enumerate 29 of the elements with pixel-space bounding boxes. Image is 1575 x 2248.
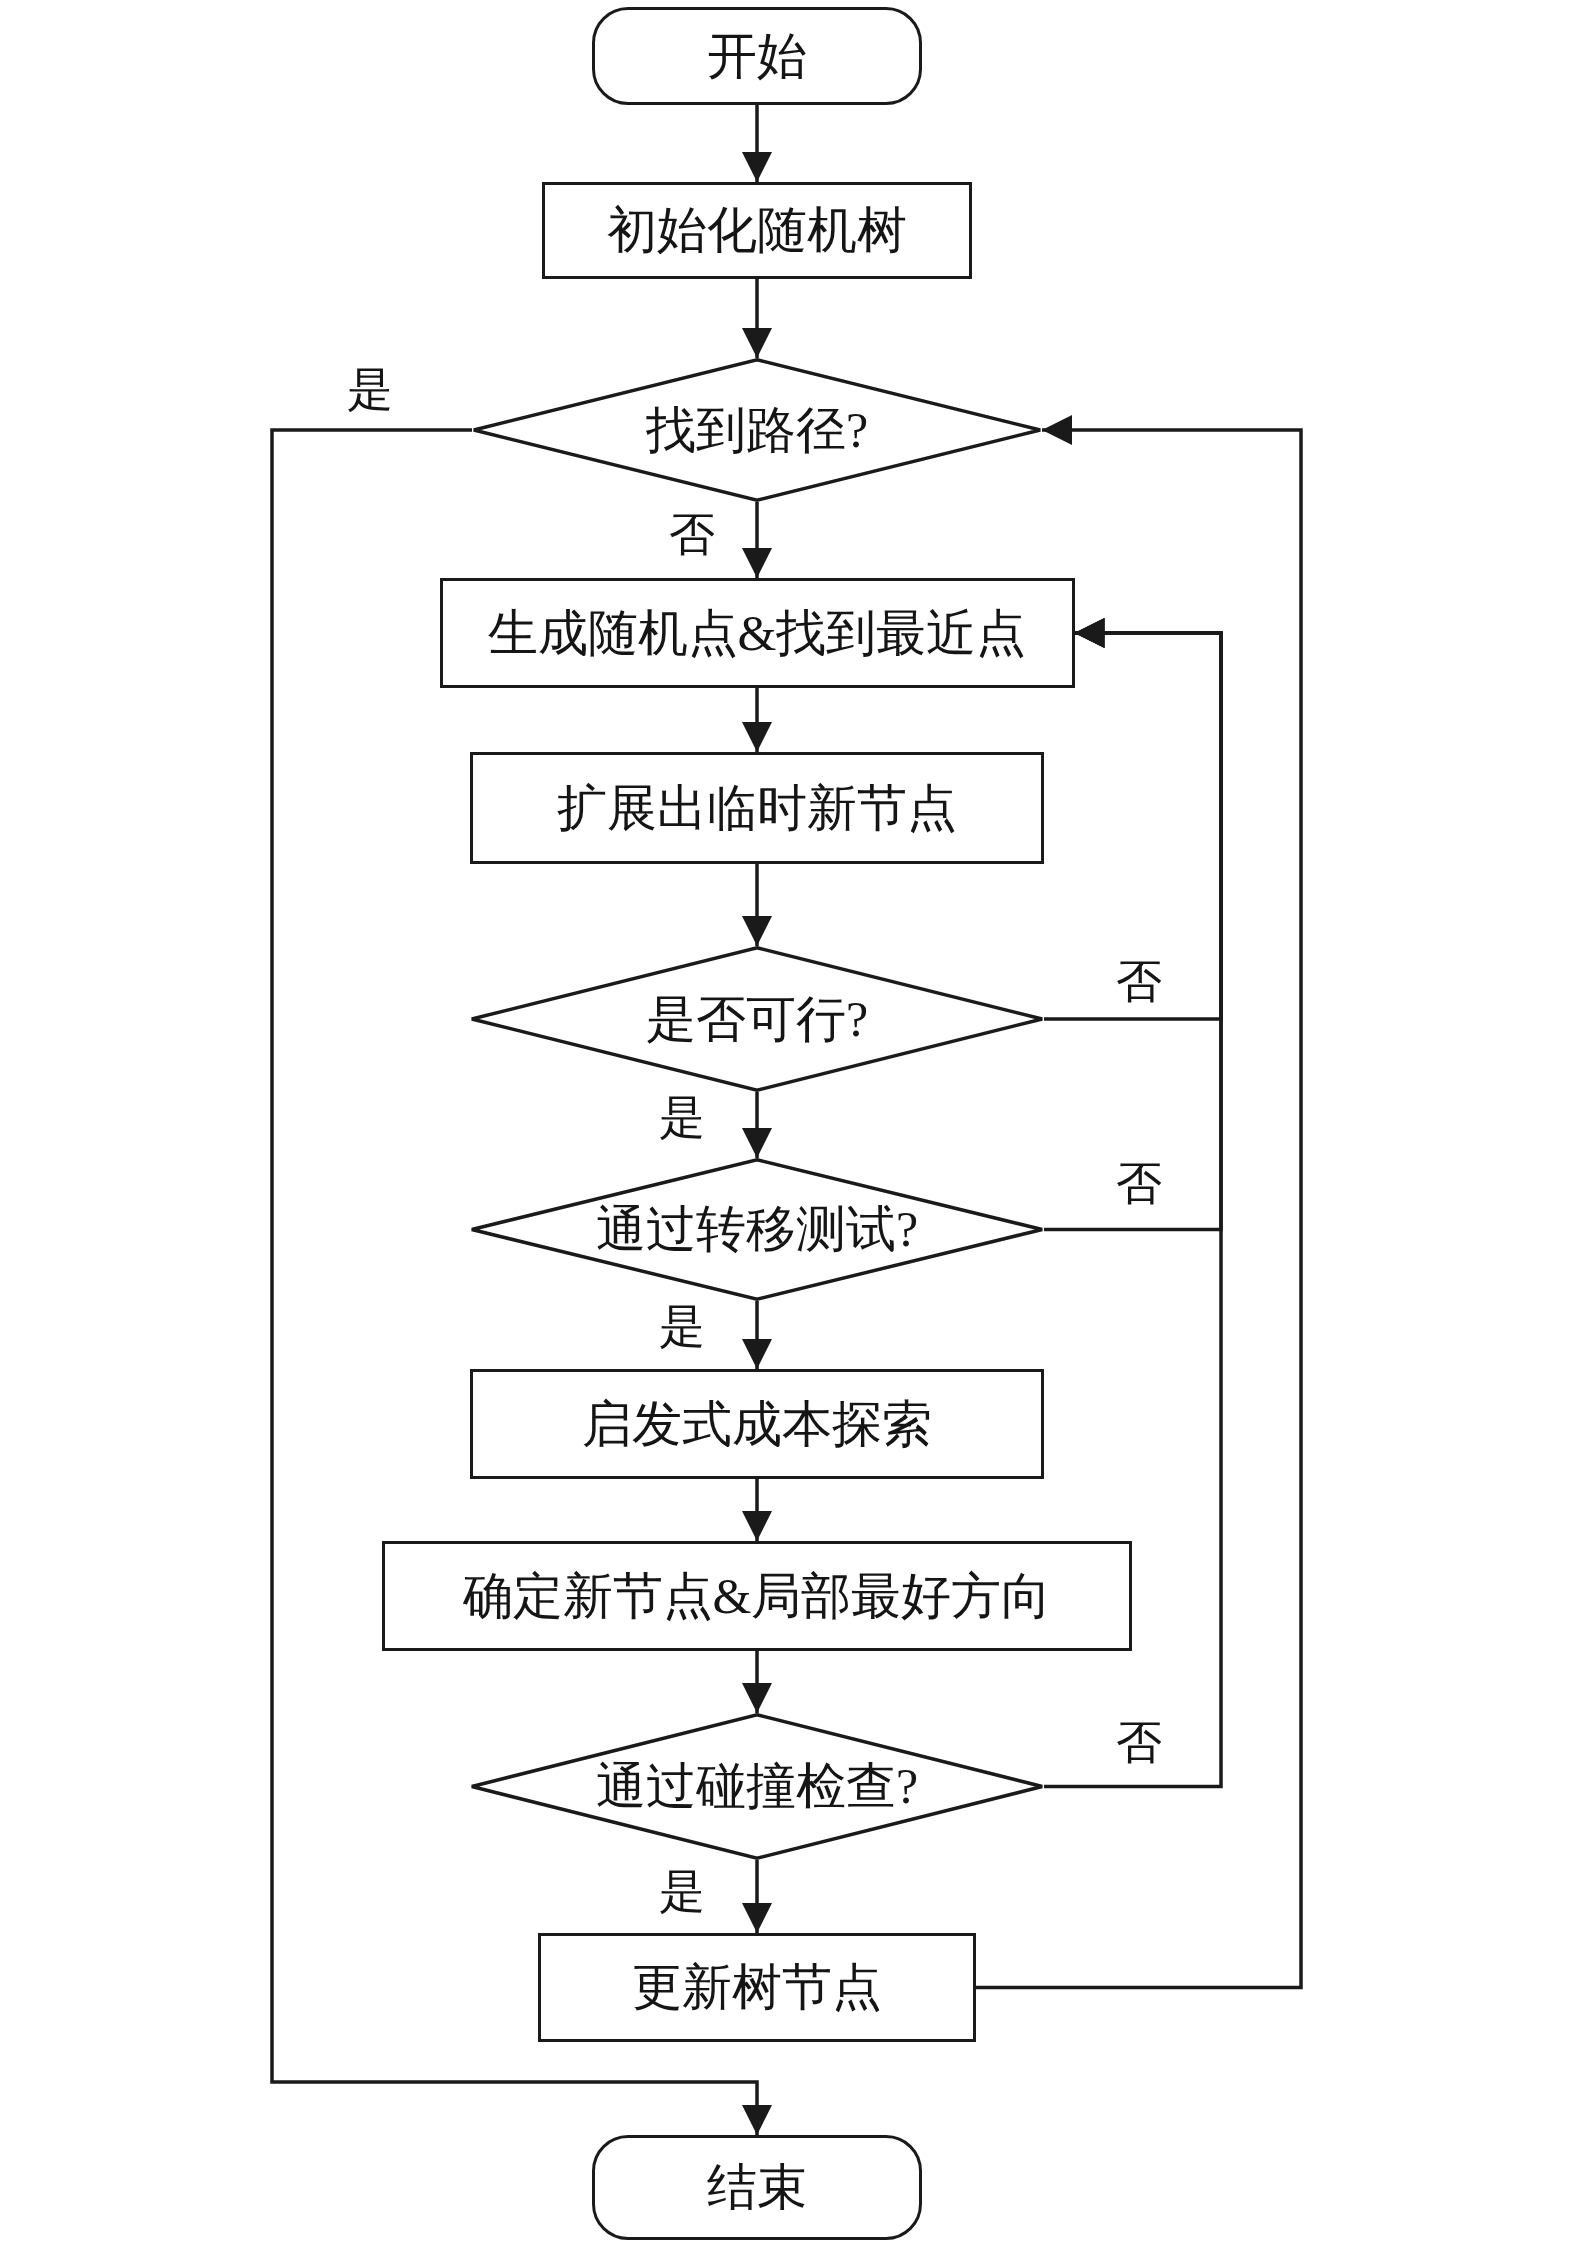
- arrow: [742, 864, 772, 946]
- arrow: [270, 428, 772, 2135]
- decision-diamond: 通过转移测试?: [470, 1158, 1044, 1301]
- edge-label: 否: [667, 511, 717, 559]
- process-box: 生成随机点&找到最近点: [439, 578, 1075, 688]
- decision-diamond: 通过碰撞检查?: [470, 1713, 1044, 1860]
- process-box: 启发式成本探索: [470, 1369, 1044, 1479]
- terminal-box: 结束: [592, 2135, 922, 2240]
- terminal-box: 开始: [592, 7, 922, 105]
- arrow: [742, 688, 772, 752]
- arrow: [1044, 618, 1223, 1789]
- arrow: [742, 279, 772, 358]
- decision-diamond: 是否可行?: [470, 946, 1044, 1092]
- process-box: 初始化随机树: [542, 182, 972, 279]
- arrow: [742, 502, 772, 578]
- arrow: [742, 105, 772, 182]
- arrow: [976, 415, 1303, 1990]
- edge-label: 否: [1114, 958, 1164, 1006]
- edge-label: 否: [1114, 1719, 1164, 1767]
- process-box: 扩展出临时新节点: [470, 752, 1044, 864]
- process-box: 确定新节点&局部最好方向: [382, 1541, 1132, 1651]
- arrow: [742, 1479, 772, 1541]
- arrow: [742, 1092, 772, 1158]
- arrow: [742, 1860, 772, 1933]
- decision-diamond: 找到路径?: [472, 358, 1042, 502]
- edge-label: 否: [1114, 1160, 1164, 1208]
- process-box: 更新树节点: [538, 1933, 976, 2042]
- arrow: [742, 1651, 772, 1713]
- arrow: [742, 1301, 772, 1369]
